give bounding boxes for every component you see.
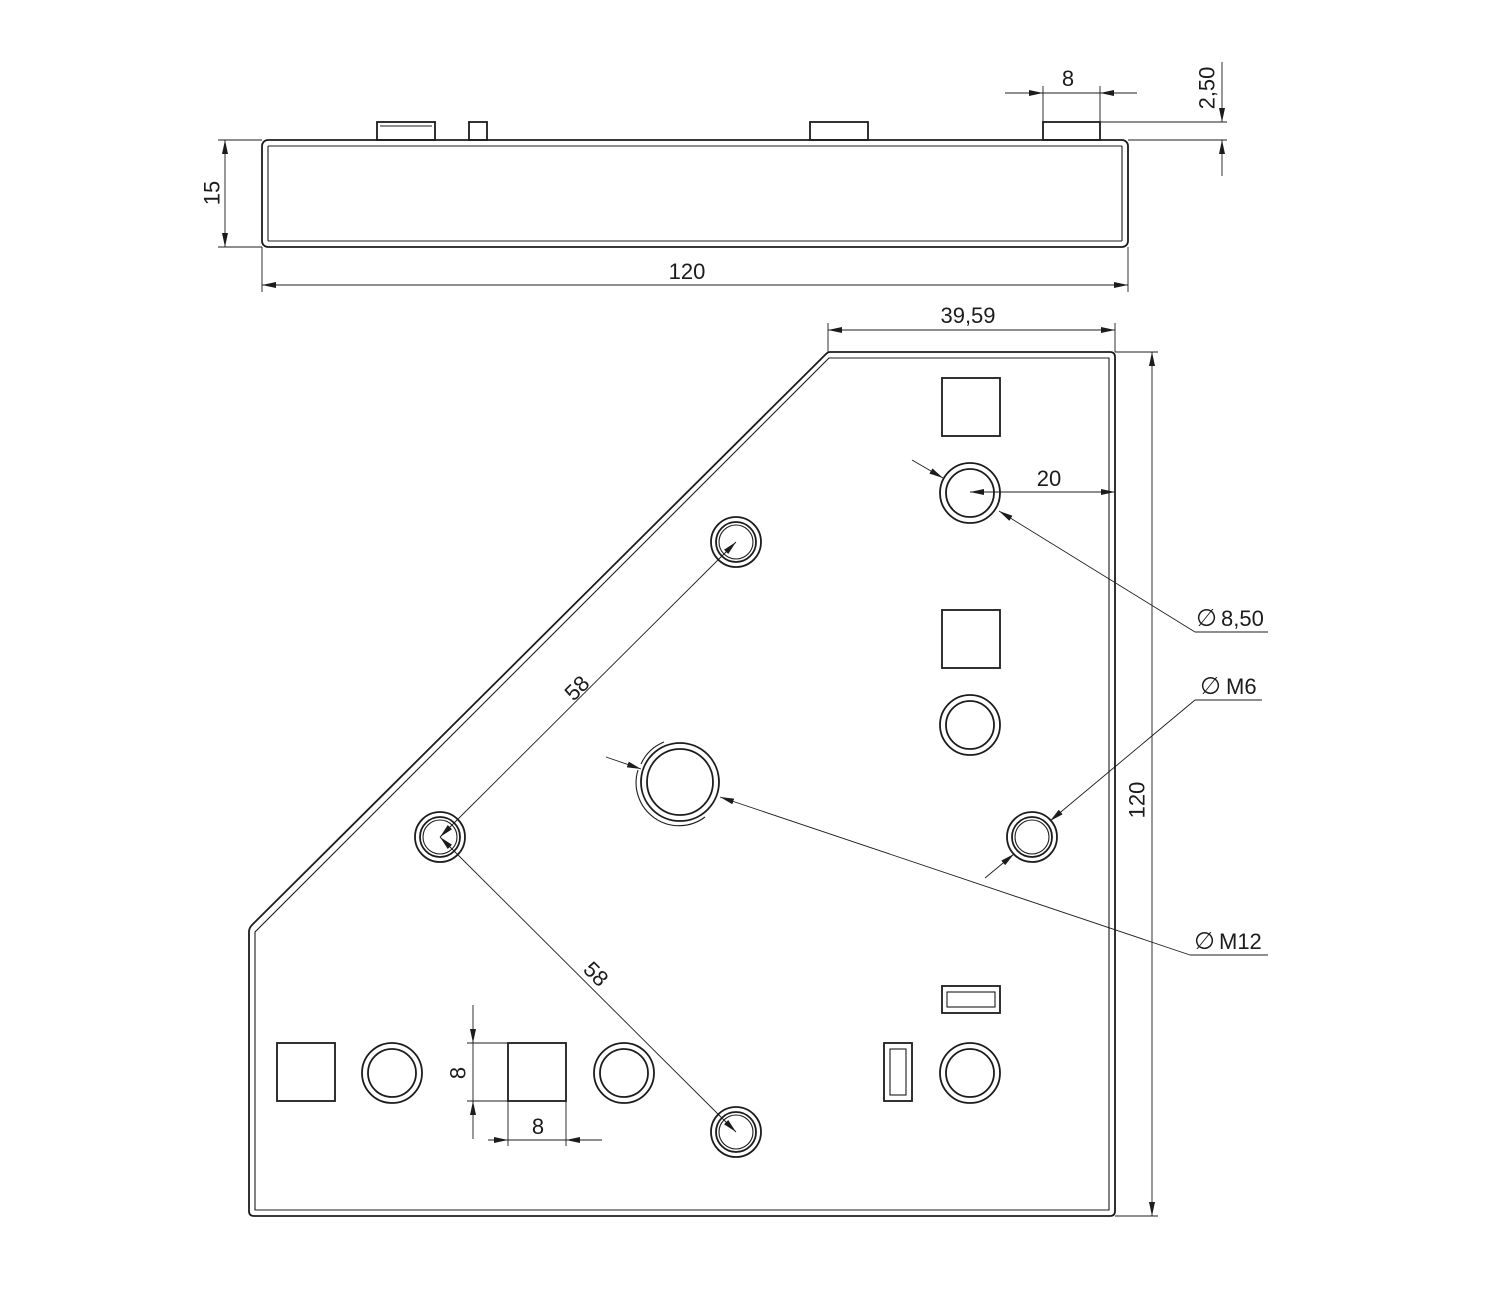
side-boss-1 bbox=[376, 121, 436, 141]
counterbore-2-inner bbox=[945, 700, 995, 750]
callout-850-diameter-icon: ∅ bbox=[1196, 604, 1217, 632]
dim-3959-label: 39,59 bbox=[940, 303, 995, 328]
dim-side-120-label: 120 bbox=[669, 259, 706, 284]
callout-m12-label: M12 bbox=[1219, 929, 1262, 954]
slot-vertical bbox=[883, 1042, 913, 1102]
dim-58-upper-label: 58 bbox=[560, 671, 595, 706]
m6-hole-bottom-thread bbox=[718, 1114, 754, 1150]
dim-58-lower-label: 58 bbox=[579, 957, 614, 992]
m6-hole-right-outer bbox=[1006, 811, 1058, 863]
m12-hole-inner bbox=[646, 748, 714, 816]
dim-15-label: 15 bbox=[200, 181, 225, 205]
dim-sq-8-h-label: 8 bbox=[532, 1114, 544, 1139]
counterbore-4-inner bbox=[599, 1048, 649, 1098]
m12-hole bbox=[635, 741, 720, 827]
counterbore-hole-2 bbox=[939, 694, 1001, 756]
plate-outline bbox=[248, 351, 1116, 1217]
callout-m6-leader bbox=[1049, 699, 1196, 822]
counterbore-hole-3 bbox=[361, 1042, 423, 1104]
m6-hole-right-thread bbox=[1014, 819, 1050, 855]
m12-hole-outer bbox=[640, 742, 720, 822]
plate-edge-inner bbox=[254, 357, 1110, 1211]
callout-m6-diameter-icon: ∅ bbox=[1200, 672, 1221, 700]
callout-m6-label: M6 bbox=[1226, 674, 1257, 699]
counterbore-hole-5 bbox=[939, 1042, 1001, 1104]
callout-850-leader bbox=[998, 510, 1196, 633]
counterbore-4-outer bbox=[593, 1042, 655, 1104]
slot-horizontal-outer bbox=[941, 985, 1001, 1014]
square-pocket-1 bbox=[941, 377, 1001, 437]
callout-850-leader-back bbox=[911, 459, 944, 479]
slot-horizontal bbox=[941, 985, 1001, 1014]
counterbore-5-inner bbox=[945, 1048, 995, 1098]
m6-hole-bottom bbox=[710, 1106, 762, 1158]
m6-hole-right-inner bbox=[1011, 816, 1053, 858]
counterbore-1-inner bbox=[945, 468, 995, 518]
dim-58-lower-line bbox=[439, 836, 737, 1133]
dim-boss-8-label: 8 bbox=[1062, 66, 1074, 91]
counterbore-hole-4 bbox=[593, 1042, 655, 1104]
side-boss-4 bbox=[1042, 121, 1101, 141]
callout-m12-leader bbox=[719, 796, 1191, 956]
slot-horizontal-inner bbox=[946, 991, 996, 1008]
side-view: 15 120 8 2,50 bbox=[200, 62, 1227, 292]
counterbore-hole-1 bbox=[939, 462, 1001, 524]
square-pocket-2 bbox=[941, 609, 1001, 669]
m6-hole-right bbox=[1006, 811, 1058, 863]
dim-sq-8-v-label: 8 bbox=[446, 1067, 471, 1079]
counterbore-3-outer bbox=[361, 1042, 423, 1104]
m6-hole-bottom-inner bbox=[715, 1111, 757, 1153]
counterbore-5-outer bbox=[939, 1042, 1001, 1104]
callout-m12-leader-back bbox=[605, 756, 642, 770]
m12-thread-arc-top bbox=[640, 741, 665, 765]
dim-250-label: 2,50 bbox=[1195, 67, 1220, 110]
top-view: 39,59 120 20 ∅ 8,50 ∅ M6 ∅ M12 58 58 bbox=[248, 303, 1268, 1217]
square-pocket-3 bbox=[276, 1042, 336, 1102]
side-boss-2 bbox=[468, 121, 488, 141]
m6-hole-bottom-outer bbox=[710, 1106, 762, 1158]
dim-top-120-label: 120 bbox=[1125, 782, 1150, 819]
callout-m12-diameter-icon: ∅ bbox=[1194, 927, 1215, 955]
slot-vertical-inner bbox=[889, 1048, 907, 1096]
callout-850-label: 8,50 bbox=[1221, 606, 1264, 631]
counterbore-2-outer bbox=[939, 694, 1001, 756]
callout-m6-leader-back bbox=[984, 853, 1015, 879]
counterbore-3-inner bbox=[367, 1048, 417, 1098]
side-boss-3 bbox=[809, 121, 869, 141]
square-pocket-4 bbox=[507, 1042, 567, 1102]
dim-58-upper-line bbox=[439, 541, 737, 838]
dim-20-label: 20 bbox=[1037, 466, 1061, 491]
counterbore-1-outer bbox=[939, 462, 1001, 524]
slot-vertical-outer bbox=[883, 1042, 913, 1102]
side-body-outline bbox=[261, 139, 1129, 248]
